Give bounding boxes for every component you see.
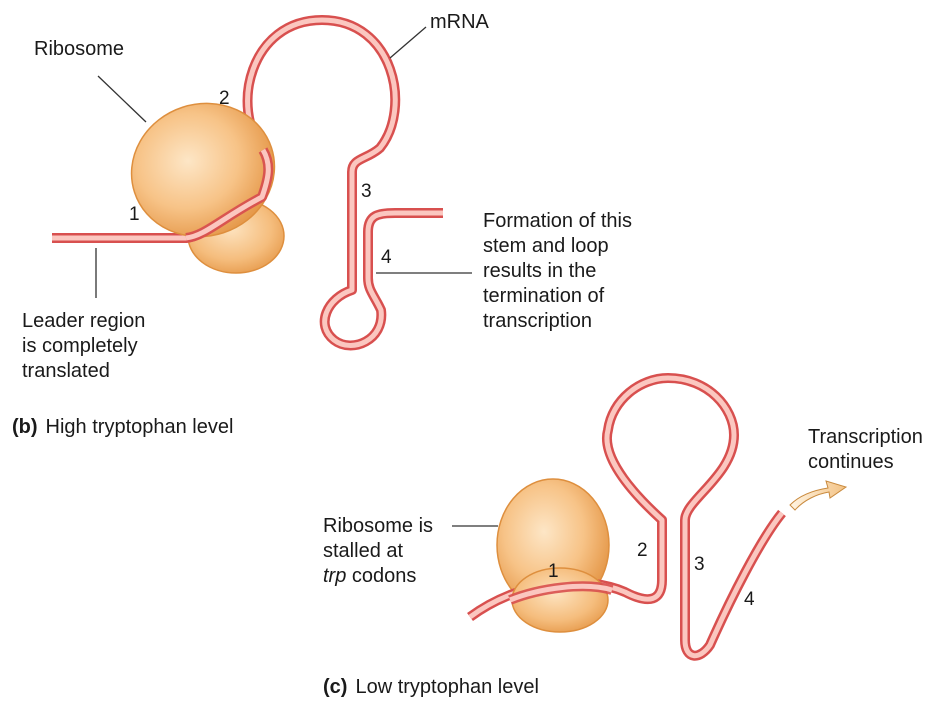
region-number-4-c: 4 (744, 589, 755, 610)
caption-c-letter: (c) (323, 676, 348, 698)
stalled-label-line: stalled at (323, 540, 404, 562)
ribosome-large-subunit (130, 102, 276, 238)
mrna-pointer-line (389, 26, 427, 59)
region-number-3-b: 3 (361, 181, 372, 202)
codons-text: codons (346, 565, 417, 587)
caption-b: (b) High tryptophan level (12, 415, 233, 440)
transcription-label-line: continues (808, 451, 894, 473)
region-number-2-c: 2 (637, 540, 648, 561)
region-number-2-b: 2 (219, 88, 230, 109)
panel-b (52, 15, 472, 351)
caption-b-text: High tryptophan level (45, 416, 234, 438)
stalled-label-line: trp codons (323, 564, 433, 589)
region-number-3-c: 3 (694, 554, 705, 575)
leader-region-label: Leader region is completely translated (22, 309, 145, 384)
ribosome-label: Ribosome (34, 38, 125, 60)
stem-loop-label-line: transcription (483, 310, 592, 332)
ribosome-small-subunit-c (511, 567, 609, 633)
caption-c-text: Low tryptophan level (355, 676, 539, 698)
transcription-arrow (789, 480, 848, 511)
stalled-label-line: Ribosome is (323, 515, 434, 537)
stem-loop-label: Formation of this stem and loop results … (483, 209, 632, 334)
stem-loop-label-line: stem and loop (483, 235, 609, 257)
stem-loop-label-line: termination of (483, 285, 605, 307)
caption-b-letter: (b) (12, 416, 38, 438)
leader-label-line: translated (22, 360, 110, 382)
transcription-continues-label: Transcription continues (808, 425, 923, 475)
region-number-1-c: 1 (548, 561, 559, 582)
mrna-strand-c (467, 373, 786, 661)
stalled-ribosome-label: Ribosome is stalled at trp codons (323, 514, 433, 589)
region-number-1-b: 1 (129, 204, 140, 225)
stem-loop-label-line: Formation of this (483, 210, 632, 232)
trp-italic: trp (323, 565, 347, 587)
caption-c: (c) Low tryptophan level (323, 675, 539, 700)
transcription-label-line: Transcription (808, 426, 923, 448)
leader-label-line: is completely (22, 335, 138, 357)
stem-loop-label-line: results in the (483, 260, 597, 282)
mrna-label: mRNA (430, 11, 489, 33)
leader-label-line: Leader region (22, 310, 146, 332)
ribosome-pointer-line (97, 75, 147, 123)
panel-c (452, 373, 848, 661)
region-number-4-b: 4 (381, 247, 392, 268)
